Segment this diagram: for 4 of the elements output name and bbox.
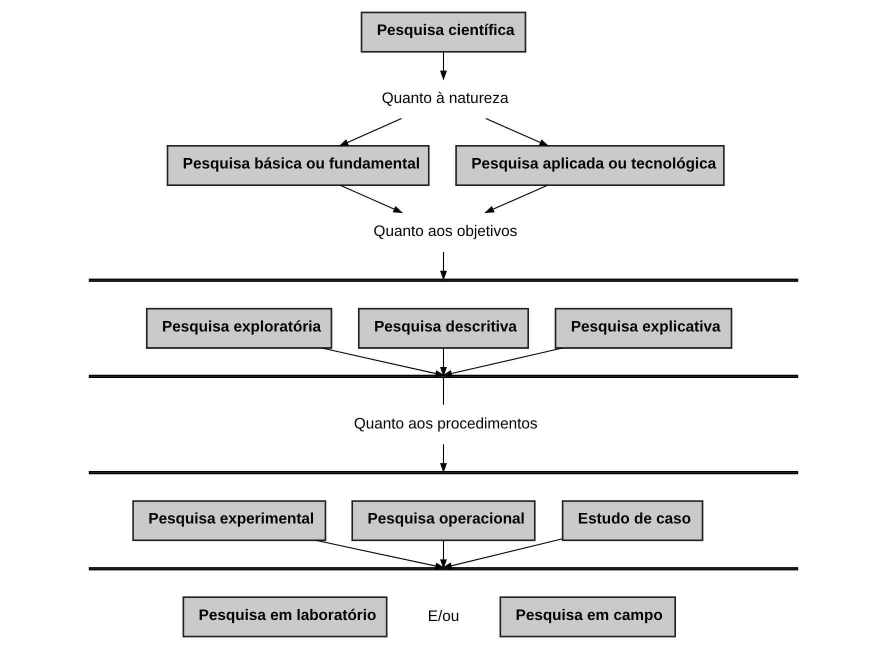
node-text: Quanto aos objetivos [373, 223, 517, 240]
label: E/ou [427, 608, 459, 625]
node-text: Quanto à natureza [381, 90, 508, 107]
node-text: Quanto aos procedimentos [353, 416, 538, 433]
